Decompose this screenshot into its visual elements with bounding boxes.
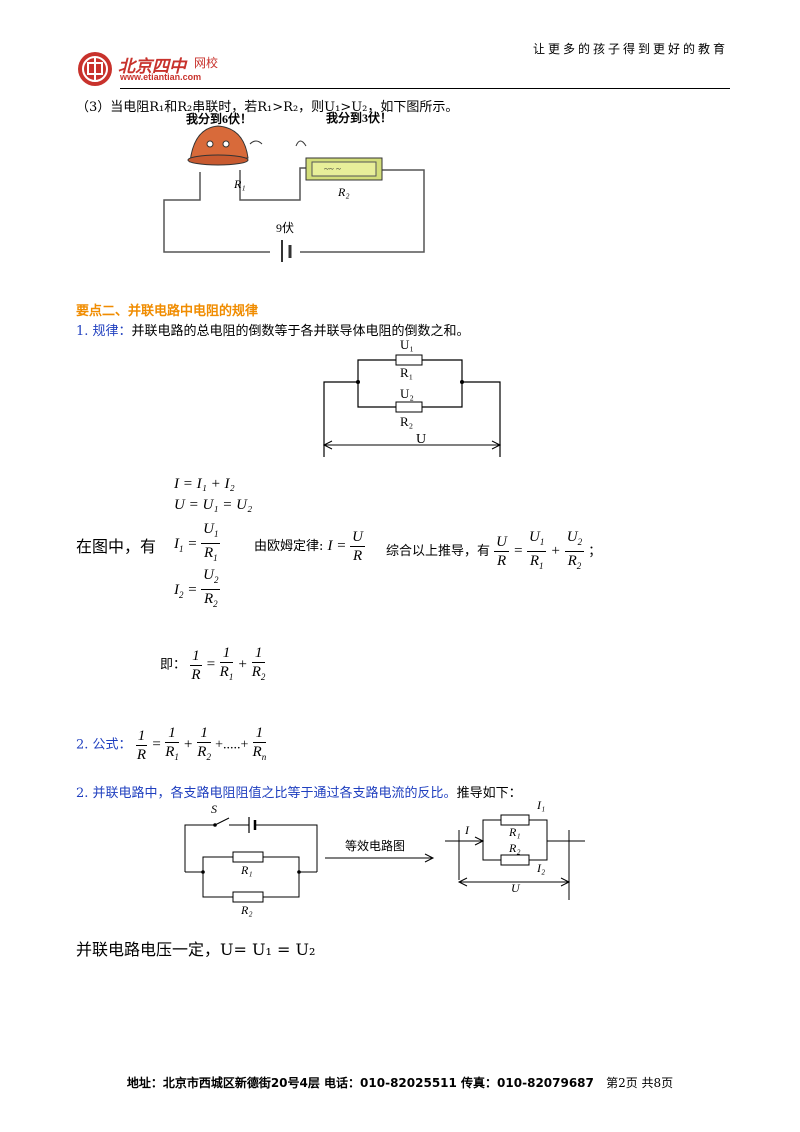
s-label: S xyxy=(211,802,217,816)
eq-voltage: U = U₁ = U₂ xyxy=(174,497,253,513)
right-r2-label: R₂ xyxy=(508,841,521,855)
header-rule xyxy=(120,88,730,89)
left-r1-label: R₁ xyxy=(240,863,253,877)
formula-dots: +.....+ xyxy=(215,737,249,753)
logo-icon xyxy=(78,52,112,86)
rule2-text: 并联电路中，各支路电阻阻值之比等于通过各支路电流的反比。 xyxy=(92,786,457,801)
logo-suffix: 网校 xyxy=(194,56,219,70)
bubble-r1: 我分到6伏！ xyxy=(186,111,252,126)
u1-label: U₁ xyxy=(400,337,414,352)
eq-current: I = I₁ + I₂ xyxy=(174,476,235,492)
point2-title: 要点二、并联电路中电阻的规律 xyxy=(76,304,259,319)
arrow-label: 等效电路图 xyxy=(345,838,405,853)
footer-page: 第2页 共8页 xyxy=(606,1076,674,1090)
combined-prefix: 综合以上推导，有 xyxy=(386,544,491,559)
rule2-suffix: 推导如下： xyxy=(456,786,522,801)
r2-label: R₂ xyxy=(400,414,413,429)
header: 北京四中 网校 www.etiantian.com 让更多的孩子得到更好的教育 xyxy=(70,40,730,90)
in-figure-label: 在图中，有 xyxy=(76,537,157,556)
logo-url: www.etiantian.com xyxy=(120,72,202,82)
bubble-r2: 我分到3伏！ xyxy=(326,110,392,125)
svg-text:~~ ~: ~~ ~ xyxy=(324,164,341,174)
series-text: （3）当电阻R₁和R₂串联时，若R₁>R₂，则U₁>U₂，如下图所示。 xyxy=(76,100,459,115)
r1-label: R₁ xyxy=(400,365,413,380)
voltage-label: 9伏 xyxy=(276,221,294,235)
footer: 地址：北京市西城区新德街20号4层 电话：010-82025511 传真：010… xyxy=(0,1074,800,1091)
u2-label: U₂ xyxy=(400,386,414,401)
footer-address: 地址：北京市西城区新德街20号4层 电话：010-82025511 传真：010… xyxy=(126,1076,594,1090)
equivalent-circuit-diagram: S R₁ R₂ 等效电路图 I I₁ R₁ R₂ I₂ U xyxy=(184,800,585,917)
rule2: 2. 并联电路中，各支路电阻阻值之比等于通过各支路电流的反比。推导如下： xyxy=(76,782,522,801)
series-cartoon-figure: ~~ ~ 我分到6伏！ 我分到3伏！ R₁ R₂ 9伏 xyxy=(163,110,425,262)
left-r2-label: R₂ xyxy=(240,903,253,917)
ohm-prefix: 由欧姆定律: xyxy=(254,539,324,554)
logo-text: 北京四中 xyxy=(118,57,186,77)
rule1-text: 并联电路的总电阻的倒数等于各并联导体电阻的倒数之和。 xyxy=(131,324,470,339)
rule2-prefix: 2. xyxy=(76,786,93,801)
rule1-prefix: 1. 规律： xyxy=(76,324,132,339)
last-line: 并联电路电压一定，U= U₁ = U₂ xyxy=(76,940,316,959)
slogan: 让更多的孩子得到更好的教育 xyxy=(532,42,728,56)
r2-label: R₂ xyxy=(337,185,350,199)
parallel-diagram: U₁ R₁ U₂ R₂ U xyxy=(322,337,502,457)
i2-label: I₂ xyxy=(536,861,545,875)
formula-prefix: 2. 公式： xyxy=(76,737,132,753)
u-label: U xyxy=(416,432,426,447)
i-label: I xyxy=(464,823,470,837)
right-r1-label: R₁ xyxy=(508,825,521,839)
ji-label: 即： xyxy=(160,657,187,673)
i1-label: I₁ xyxy=(536,800,545,812)
semicolon: ； xyxy=(588,544,602,559)
right-u-label: U xyxy=(511,881,521,895)
r1-label: R₁ xyxy=(233,177,246,191)
rule1: 1. 规律：并联电路的总电阻的倒数等于各并联导体电阻的倒数之和。 xyxy=(76,320,470,339)
